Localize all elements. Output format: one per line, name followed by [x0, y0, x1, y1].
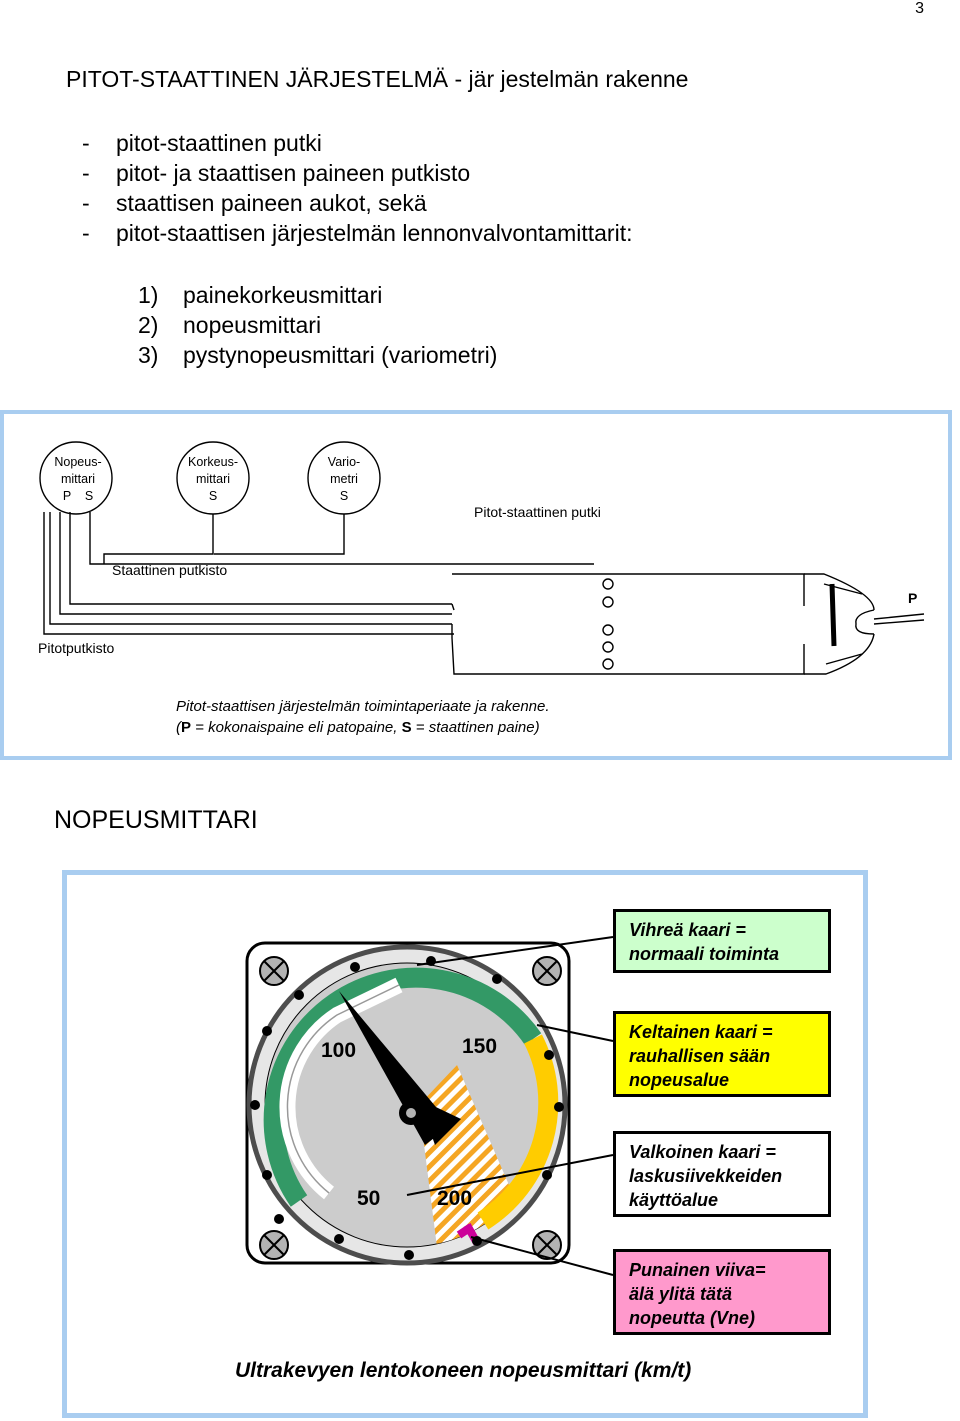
- speed-label-50: 50: [357, 1187, 381, 1210]
- speed-label-150: 150: [462, 1035, 498, 1058]
- speed-label-100: 100: [321, 1039, 357, 1062]
- gauge-airspeed: [39, 441, 113, 515]
- legend-red-line: Punainen viiva= älä ylitä tätä nopeutta …: [613, 1249, 831, 1335]
- static-line-label: Staattinen putkisto: [112, 562, 228, 578]
- airspeed-caption: Ultrakevyen lentokoneen nopeusmittari (k…: [235, 1359, 692, 1382]
- airspeed-indicator-figure: 100 150 50 200 Vihreä kaari = normaali t…: [62, 870, 868, 1418]
- page-number: 3: [915, 0, 924, 17]
- legend-white-arc: Valkoinen kaari = laskusiivekkeiden käyt…: [613, 1131, 831, 1217]
- pitot-tube-label: Pitot-staattinen putki: [474, 504, 601, 520]
- pitot-static-diagram: Nopeus- mittari P S Korkeus- mittari S V…: [0, 410, 952, 760]
- gauge-label-altimeter: Korkeus- mittari S: [187, 455, 239, 503]
- list-item: -staattisen paineen aukot, sekä: [82, 190, 427, 216]
- p-label: P: [908, 590, 918, 606]
- list-item: 3)pystynopeusmittari (variometri): [138, 342, 498, 368]
- legend-green-arc: Vihreä kaari = normaali toiminta: [613, 909, 831, 973]
- component-list: -pitot-staattinen putki -pitot- ja staat…: [82, 128, 632, 248]
- list-item: -pitot-staattisen järjestelmän lennonval…: [82, 220, 633, 246]
- speed-label-200: 200: [437, 1187, 473, 1210]
- diagram-lines: [39, 441, 925, 675]
- figure-caption: Pitot-staattisen järjestelmän toimintape…: [176, 698, 550, 736]
- gauge-label-variometer: Vario- metri S: [327, 455, 361, 503]
- gauge-label-airspeed: Nopeus- mittari P S: [54, 455, 102, 503]
- instrument-list: 1)painekorkeusmittari 2)nopeusmittari 3)…: [138, 280, 497, 370]
- airspeed-indicator-drawing: [245, 936, 614, 1276]
- pitot-line-label: Pitotputkisto: [38, 640, 115, 656]
- section-title: NOPEUSMITTARI: [54, 806, 258, 834]
- list-item: -pitot-staattinen putki: [82, 130, 322, 156]
- list-item: 2)nopeusmittari: [138, 312, 322, 338]
- list-item: -pitot- ja staattisen paineen putkisto: [82, 160, 471, 186]
- legend-yellow-arc: Keltainen kaari = rauhallisen sään nopeu…: [613, 1011, 831, 1097]
- list-item: 1)painekorkeusmittari: [138, 282, 383, 308]
- page-title: PITOT-STAATTINEN JÄRJESTELMÄ - jär jeste…: [66, 66, 689, 92]
